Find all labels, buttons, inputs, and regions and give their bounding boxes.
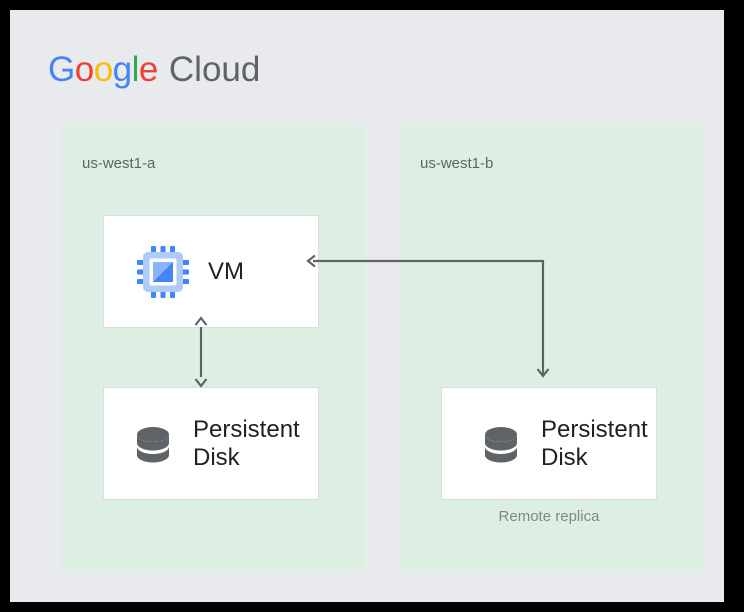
database-disk-icon [137, 426, 169, 462]
zone-label-us-west1-b: us-west1-b [420, 155, 494, 172]
zone-label-us-west1-a: us-west1-a [82, 155, 156, 172]
google-cloud-logo: Google Cloud [48, 48, 260, 90]
google-wordmark: Google [48, 52, 158, 87]
logo-letter-g1: G [48, 49, 75, 89]
database-disk-icon [485, 426, 517, 462]
zone-panel-us-west1-b: us-west1-b [400, 125, 704, 572]
logo-letter-g2: g [112, 49, 132, 89]
logo-letter-e: e [138, 49, 158, 89]
logo-letter-o1: o [74, 49, 94, 89]
node-label-vm: VM [208, 257, 244, 285]
caption-remote-replica: Remote replica [498, 508, 600, 525]
node-vm[interactable]: VM [103, 215, 319, 328]
logo-letter-l: l [131, 49, 140, 89]
logo-letter-o2: o [93, 49, 113, 89]
node-persistent-disk-primary[interactable]: Persistent Disk [103, 387, 319, 500]
node-label-persistent-disk-replica: Persistent Disk [541, 415, 648, 471]
node-label-persistent-disk-primary: Persistent Disk [193, 415, 300, 471]
node-persistent-disk-replica[interactable]: Persistent Disk [441, 387, 657, 500]
zone-panel-us-west1-a: us-west1-a [62, 125, 366, 572]
cloud-wordmark: Cloud [168, 49, 261, 89]
diagram-canvas: Google Cloud us-west1-a us-west1-b [10, 10, 724, 602]
cpu-chip-icon [137, 245, 189, 298]
